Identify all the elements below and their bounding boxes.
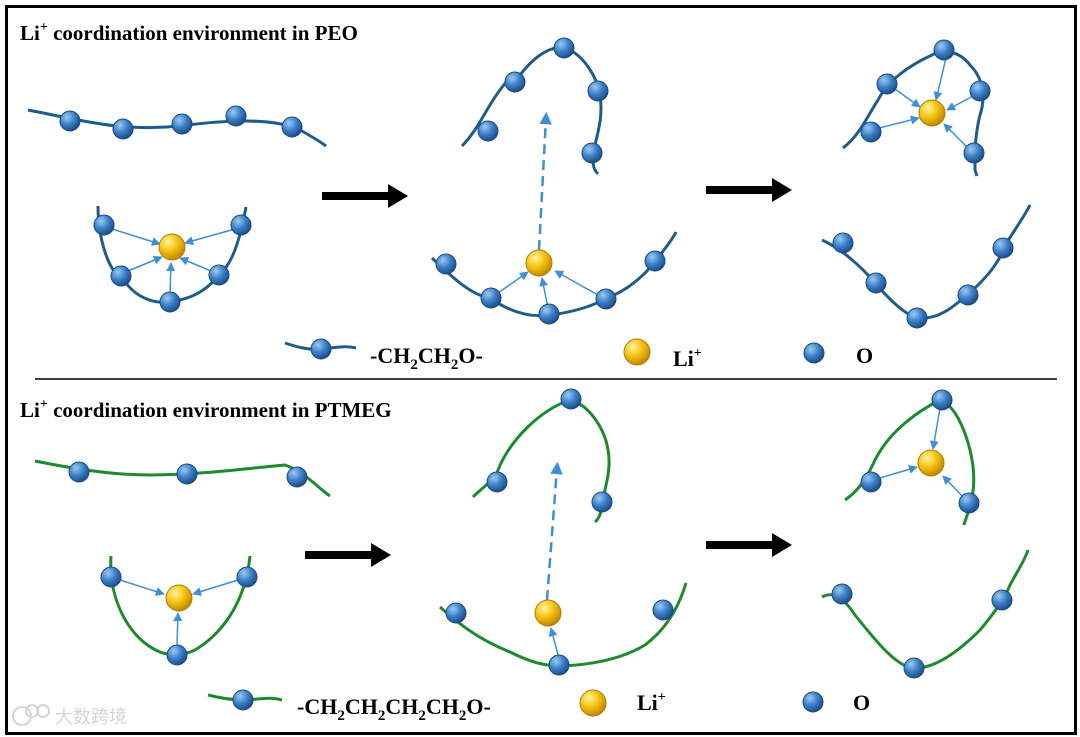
legend-peo-li: Li+ — [673, 346, 702, 371]
ptmeg-final-cluster — [844, 389, 980, 526]
oxygen-atom-icon — [486, 471, 508, 493]
figure-frame — [5, 5, 1077, 735]
peo-free-chain — [821, 204, 1032, 329]
oxygen-atom-icon — [876, 73, 898, 95]
oxygen-atom-icon — [445, 602, 467, 624]
process-arrow-icon — [322, 184, 408, 208]
ptmeg-free-chain — [821, 549, 1030, 679]
oxygen-atom-icon — [963, 142, 985, 164]
oxygen-atom-icon — [958, 492, 980, 514]
lithium-ion-icon — [158, 233, 186, 261]
oxygen-atom-icon — [286, 466, 308, 488]
oxygen-atom-icon — [831, 583, 853, 605]
oxygen-atom-icon — [435, 253, 457, 275]
oxygen-atom-icon — [281, 116, 303, 138]
oxygen-atom-icon — [865, 272, 887, 294]
oxygen-atom-icon — [587, 80, 609, 102]
oxygen-atom-icon — [992, 237, 1014, 259]
lithium-ion-icon — [165, 584, 193, 612]
oxygen-atom-icon — [159, 291, 181, 313]
legend-ptmeg-o: O — [853, 690, 870, 715]
peo-linear-chain — [27, 105, 327, 148]
oxygen-atom-icon — [548, 654, 570, 676]
oxygen-atom-icon — [166, 644, 188, 666]
ptmeg-bound-chain — [438, 582, 688, 676]
oxygen-atom-icon — [93, 214, 115, 236]
process-arrow-icon — [706, 533, 792, 557]
oxygen-atom-icon — [860, 471, 882, 493]
panel-ptmeg: Li+ coordination environment in PTMEG — [20, 388, 1030, 724]
oxygen-atom-icon — [860, 121, 882, 143]
lithium-ion-icon — [623, 338, 651, 366]
oxygen-atom-icon — [236, 566, 258, 588]
oxygen-atom-icon — [581, 142, 603, 164]
oxygen-atom-icon — [230, 214, 252, 236]
oxygen-atom-icon — [560, 388, 582, 410]
oxygen-atom-icon — [553, 37, 575, 59]
oxygen-atom-icon — [652, 599, 674, 621]
oxygen-atom-icon — [310, 338, 332, 360]
panel-title-peo: Li+ coordination environment in PEO — [20, 20, 358, 45]
oxygen-atom-icon — [802, 691, 824, 713]
oxygen-atom-icon — [100, 566, 122, 588]
oxygen-atom-icon — [903, 657, 925, 679]
oxygen-atom-icon — [110, 265, 132, 287]
oxygen-atom-icon — [59, 110, 81, 132]
peo-coordinated-cluster — [93, 205, 252, 313]
oxygen-atom-icon — [112, 118, 134, 140]
oxygen-atom-icon — [906, 307, 928, 329]
oxygen-atom-icon — [225, 105, 247, 127]
oxygen-atom-icon — [803, 342, 825, 364]
oxygen-atom-icon — [957, 284, 979, 306]
peo-bound-chain — [430, 231, 678, 325]
oxygen-atom-icon — [208, 264, 230, 286]
oxygen-atom-icon — [591, 491, 613, 513]
ptmeg-coordinated-cluster — [100, 555, 258, 666]
oxygen-atom-icon — [538, 303, 560, 325]
panel-peo: Li+ coordination environment in PEO — [20, 20, 1032, 373]
legend-peo-unit: -CH2CH2O- — [370, 343, 483, 373]
watermark: 大数跨境 — [12, 704, 127, 728]
legend-peo: -CH2CH2O- Li+ O — [284, 338, 873, 373]
oxygen-atom-icon — [504, 71, 526, 93]
lithium-ion-icon — [525, 249, 553, 277]
oxygen-atom-icon — [832, 232, 854, 254]
oxygen-atom-icon — [68, 461, 90, 483]
oxygen-atom-icon — [176, 463, 198, 485]
process-arrow-icon — [305, 543, 391, 567]
process-arrow-icon — [706, 178, 792, 202]
legend-ptmeg: -CH2CH2CH2CH2O- Li+ O — [207, 689, 870, 724]
oxygen-atom-icon — [644, 250, 666, 272]
lithium-ion-icon — [534, 599, 562, 627]
migration-arrow — [545, 461, 563, 601]
oxygen-atom-icon — [480, 287, 502, 309]
oxygen-atom-icon — [991, 589, 1013, 611]
oxygen-atom-icon — [931, 389, 953, 411]
ptmeg-linear-chain — [34, 459, 331, 498]
lithium-ion-icon — [917, 449, 945, 477]
peo-final-cluster — [842, 39, 991, 177]
oxygen-atom-icon — [477, 120, 499, 142]
oxygen-atom-icon — [232, 689, 254, 711]
lithium-ion-icon — [579, 689, 607, 717]
oxygen-atom-icon — [969, 80, 991, 102]
ptmeg-dissociating-chain — [471, 388, 613, 524]
oxygen-atom-icon — [595, 288, 617, 310]
peo-dissociating-chain — [460, 37, 609, 176]
legend-peo-o: O — [856, 343, 873, 368]
migration-arrow — [537, 111, 552, 251]
legend-ptmeg-unit: -CH2CH2CH2CH2O- — [297, 694, 491, 724]
panel-title-ptmeg: Li+ coordination environment in PTMEG — [20, 397, 392, 422]
watermark-text: 大数跨境 — [55, 707, 127, 728]
legend-ptmeg-li: Li+ — [637, 690, 666, 715]
watermark-logo-icon — [12, 704, 50, 726]
lithium-ion-icon — [918, 99, 946, 127]
oxygen-atom-icon — [171, 113, 193, 135]
oxygen-atom-icon — [933, 39, 955, 61]
